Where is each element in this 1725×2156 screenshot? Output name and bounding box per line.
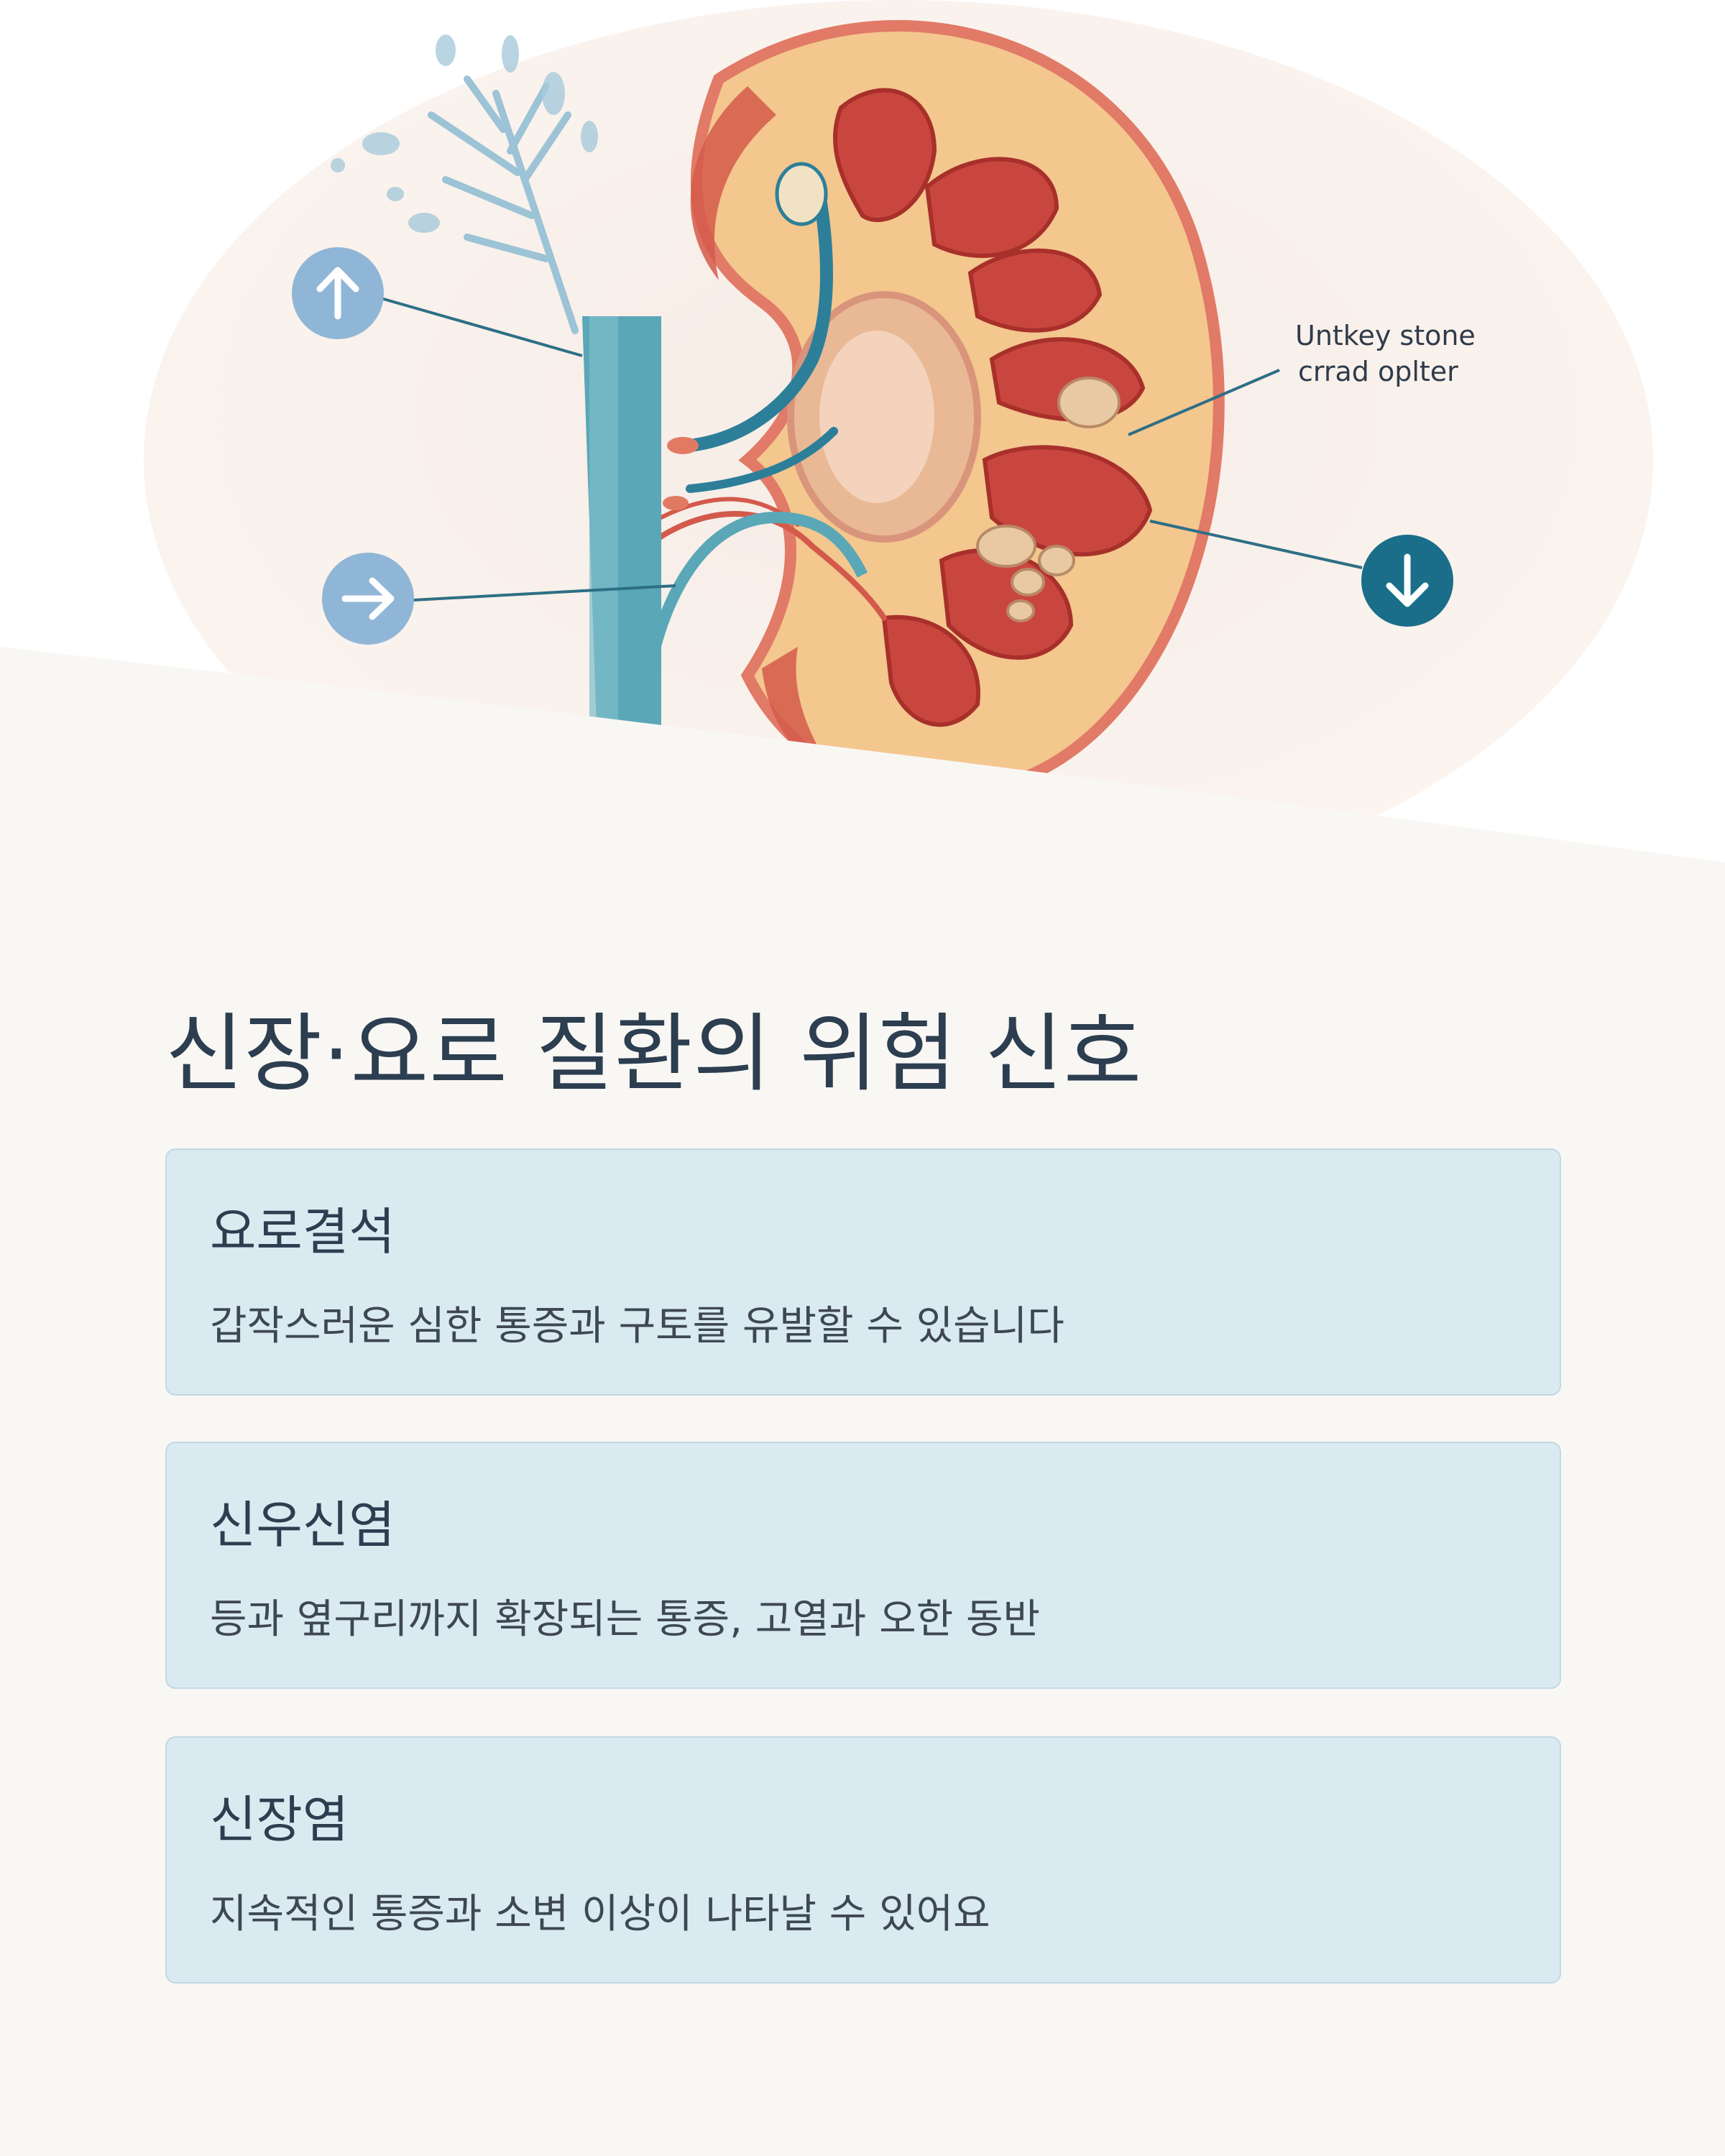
- card-urolithiasis: 요로결석 갑작스러운 심한 통증과 구토를 유발할 수 있습니다: [165, 1148, 1561, 1396]
- kidney-stones: [976, 377, 1121, 622]
- card-pyelonephritis: 신우신염 등과 옆구리까지 확장되는 통증, 고열과 오한 동반: [165, 1442, 1561, 1689]
- arrow-up-icon: [292, 247, 384, 339]
- card-title: 요로결석: [210, 1202, 395, 1261]
- vessel-branches: [428, 75, 579, 334]
- card-nephritis: 신장염 지속적인 통증과 소변 이상이 나타날 수 있어요: [165, 1736, 1561, 1984]
- card-title: 신우신염: [210, 1496, 395, 1554]
- arrow-down-icon: [1361, 535, 1453, 627]
- card-title: 신장염: [210, 1790, 349, 1849]
- card-description: 지속적인 통증과 소변 이상이 나타날 수 있어요: [210, 1891, 990, 1938]
- card-description: 등과 옆구리까지 확장되는 통증, 고열과 오한 동반: [210, 1596, 1041, 1643]
- page-title: 신장·요로 질환의 위험 신호: [165, 1004, 1143, 1103]
- stone-label-line1: Untkey stone: [1295, 320, 1476, 351]
- kidney-illustration: Untkey stone crrad oplter: [0, 0, 1725, 862]
- droplets: [331, 34, 598, 233]
- stone-label-line2: crrad oplter: [1298, 356, 1458, 387]
- card-description: 갑작스러운 심한 통증과 구토를 유발할 수 있습니다: [210, 1303, 1064, 1350]
- renal-pyramids: [833, 88, 1153, 727]
- arrow-right-icon: [322, 553, 414, 645]
